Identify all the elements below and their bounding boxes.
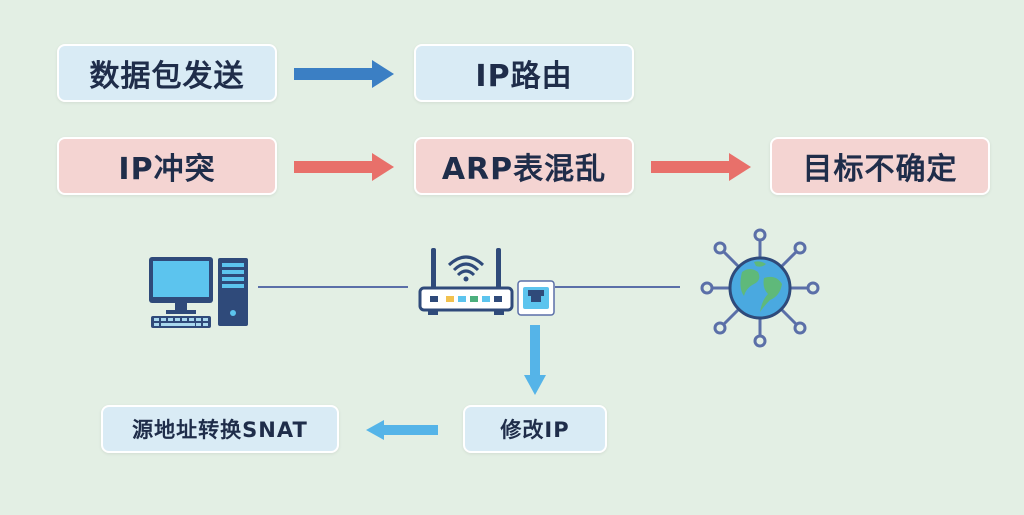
ip-routing-label: IP路由 [475,59,573,94]
ethernet-port-icon [517,280,555,316]
network-line-right [555,286,680,288]
modify-ip-box: 修改IP [463,405,607,453]
arrow-right-blue [294,60,394,88]
modify-ip-label: 修改IP [500,418,570,442]
desktop-computer-icon [149,257,248,328]
snat-box: 源地址转换SNAT [101,405,339,453]
target-uncertain-box: 目标不确定 [770,137,990,195]
snat-label: 源地址转换SNAT [132,418,308,442]
arrow-right-red-1 [294,153,394,181]
target-uncertain-label: 目标不确定 [802,152,958,187]
arp-table-chaos-box: ARP表混乱 [414,137,634,195]
network-line-left [258,286,408,288]
packet-send-box: 数据包发送 [57,44,277,102]
globe-network-icon [700,228,820,348]
arrow-right-red-2 [651,153,751,181]
wifi-router-icon [418,248,514,315]
arp-table-chaos-label: ARP表混乱 [441,152,607,187]
ip-conflict-box: IP冲突 [57,137,277,195]
ip-routing-box: IP路由 [414,44,634,102]
ip-conflict-label: IP冲突 [118,152,216,187]
arrow-left-light-blue [366,420,438,440]
arrow-down-light-blue [524,325,546,395]
packet-send-label: 数据包发送 [89,59,245,94]
